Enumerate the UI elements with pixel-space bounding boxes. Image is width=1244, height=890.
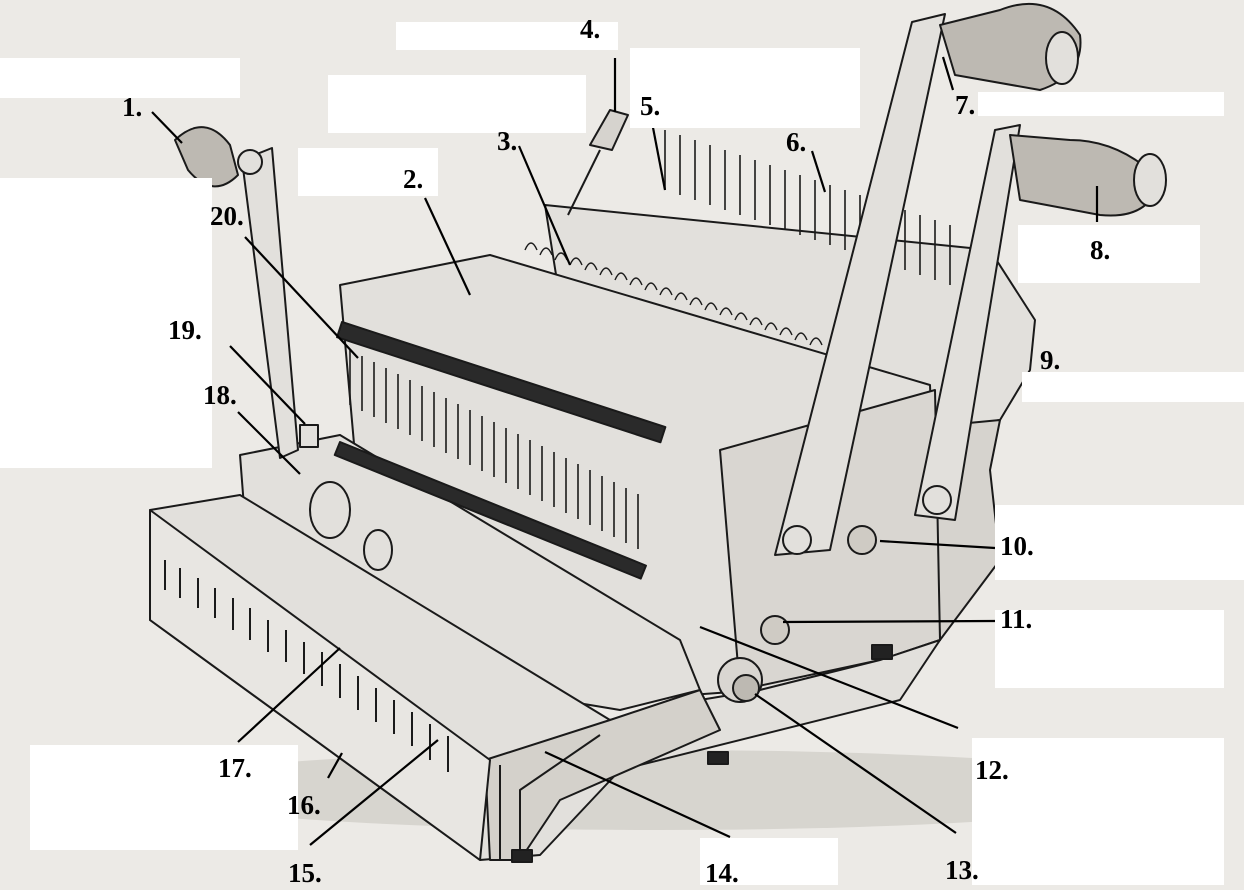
label-box-14	[700, 838, 838, 885]
left-lever-arm	[241, 147, 299, 459]
knob-13-inner	[732, 674, 760, 702]
callout-16: 16.	[287, 790, 321, 820]
callout-20: 20.	[210, 201, 244, 231]
callout-8: 8.	[1090, 235, 1111, 265]
dial-ring	[309, 481, 351, 539]
callout-6: 6.	[786, 127, 807, 157]
label-box-13	[30, 745, 298, 850]
rear-lever-arm	[774, 13, 946, 556]
label-box-2	[328, 75, 586, 133]
lower-die-strip	[333, 441, 647, 580]
label-box-5	[298, 148, 438, 196]
callout-4: 4.	[580, 14, 601, 44]
callout-2: 2.	[403, 164, 424, 194]
callout-5: 5.	[640, 91, 661, 121]
callout-9: 9.	[1040, 345, 1061, 375]
knob-11	[760, 615, 790, 645]
lever-pivot-1	[782, 525, 812, 555]
callout-14: 14.	[705, 858, 739, 888]
margin-stop	[299, 424, 319, 448]
callout-17: 17.	[218, 753, 252, 783]
callout-11: 11.	[1000, 604, 1033, 634]
label-box-8	[1018, 225, 1200, 283]
callout-18: 18.	[203, 380, 237, 410]
label-box-10	[995, 505, 1244, 580]
width-lever-handle	[589, 109, 629, 151]
front-comb-teeth	[349, 350, 639, 549]
top-comb-teeth	[524, 242, 823, 346]
callout-19: 19.	[168, 315, 202, 345]
label-box-12	[972, 738, 1224, 885]
foot-3	[871, 644, 893, 660]
foot-2	[707, 751, 729, 765]
front-grip-end	[1133, 153, 1167, 207]
label-box-4	[630, 48, 860, 128]
label-box-9	[1022, 372, 1244, 402]
front-guide	[149, 509, 491, 861]
callout-15: 15.	[288, 858, 322, 888]
rear-grip-end	[1045, 31, 1079, 85]
label-box-11	[995, 610, 1224, 688]
callout-13: 13.	[945, 855, 979, 885]
knob-10	[847, 525, 877, 555]
left-handle-pivot	[237, 149, 263, 175]
base-front-edge	[484, 689, 721, 861]
callout-7: 7.	[955, 90, 976, 120]
callout-12: 12.	[975, 755, 1009, 785]
label-box-6	[0, 178, 212, 468]
label-box-1	[0, 58, 240, 98]
callout-10: 10.	[1000, 531, 1034, 561]
label-box-7	[978, 92, 1224, 116]
front-lever-arm	[914, 124, 1021, 521]
width-lever-rod	[567, 149, 601, 216]
upper-die-strip	[336, 321, 667, 444]
label-box-3	[396, 22, 618, 50]
guide-slots	[164, 560, 449, 772]
callout-1: 1.	[122, 92, 143, 122]
rear-lever-grip	[939, 2, 1082, 91]
callout-3: 3.	[497, 126, 518, 156]
coil-spring	[363, 529, 393, 571]
leader-lines	[151, 56, 1099, 846]
lever-pivot-2	[922, 485, 952, 515]
foot-1	[511, 849, 533, 863]
